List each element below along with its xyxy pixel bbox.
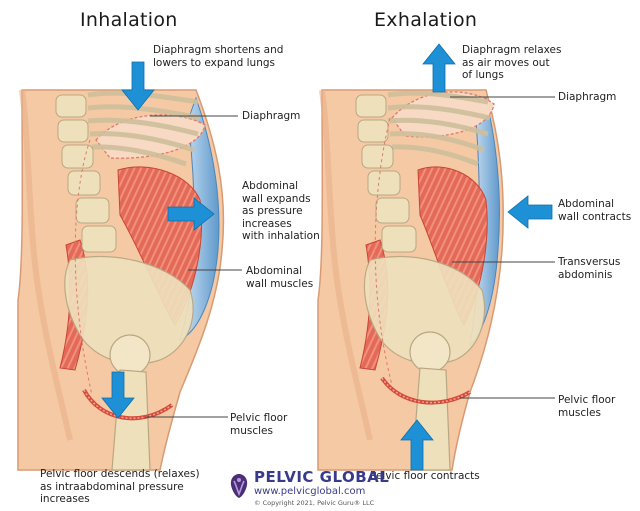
arrow-up-icon [400, 419, 434, 471]
brand-copyright: © Copyright 2021, Pelvic Guru® LLC [254, 499, 375, 507]
brand-url: www.pelvicglobal.com [254, 486, 366, 497]
inhalation-spine [55, 94, 117, 253]
arrow-right-icon [167, 197, 215, 231]
inhalation-diaphragm-action-label: Diaphragm shortens and lowers to expand … [153, 44, 284, 69]
leader-lines [145, 96, 555, 418]
brand-name: PELVIC GLOBAL [254, 468, 390, 486]
exhalation-pelvic-floor-muscles-label: Pelvic floor muscles [558, 394, 616, 419]
exhalation-pelvis [363, 255, 486, 365]
exhalation-transversus-label: Transversus abdominis [558, 256, 621, 281]
inhalation-anatomy [17, 89, 225, 471]
exhalation-pelvic-floor [380, 376, 472, 405]
exhalation-anatomy [317, 89, 504, 471]
exhalation-rib-cage [387, 90, 491, 167]
exhalation-spine [355, 94, 417, 253]
inhalation-title: Inhalation [80, 9, 178, 31]
pelvic-global-logo-icon [230, 474, 248, 498]
arrow-down-icon [121, 61, 155, 111]
inhalation-pelvic-floor-muscles-label: Pelvic floor muscles [230, 412, 288, 437]
brand-block: PELVIC GLOBAL www.pelvicglobal.com © Cop… [224, 467, 389, 511]
exhalation-title: Exhalation [374, 9, 478, 31]
arrow-down-icon [101, 371, 135, 419]
exhalation-diaphragm [391, 91, 495, 138]
exhalation-abdominal-wall-action-label: Abdominal wall contracts [558, 198, 632, 223]
inhalation-diaphragm-label: Diaphragm [242, 110, 301, 122]
exhalation-pelvic-floor-action-label: Pelvic floor contracts [370, 470, 480, 482]
inhalation-pelvis [64, 255, 194, 365]
inhalation-abdominal-wall-muscles-label: Abdominal wall muscles [246, 265, 314, 290]
exhalation-diaphragm-label: Diaphragm [558, 91, 617, 103]
exhalation-diaphragm-action-label: Diaphragm relaxes as air moves out of lu… [462, 44, 562, 81]
arrow-up-icon [422, 43, 456, 93]
arrow-left-icon [507, 195, 553, 229]
inhalation-pelvic-floor-action-label: Pelvic floor descends (relaxes) as intra… [40, 468, 200, 505]
inhalation-abdominal-wall-action-label: Abdominal wall expands as pressure incre… [242, 180, 320, 242]
